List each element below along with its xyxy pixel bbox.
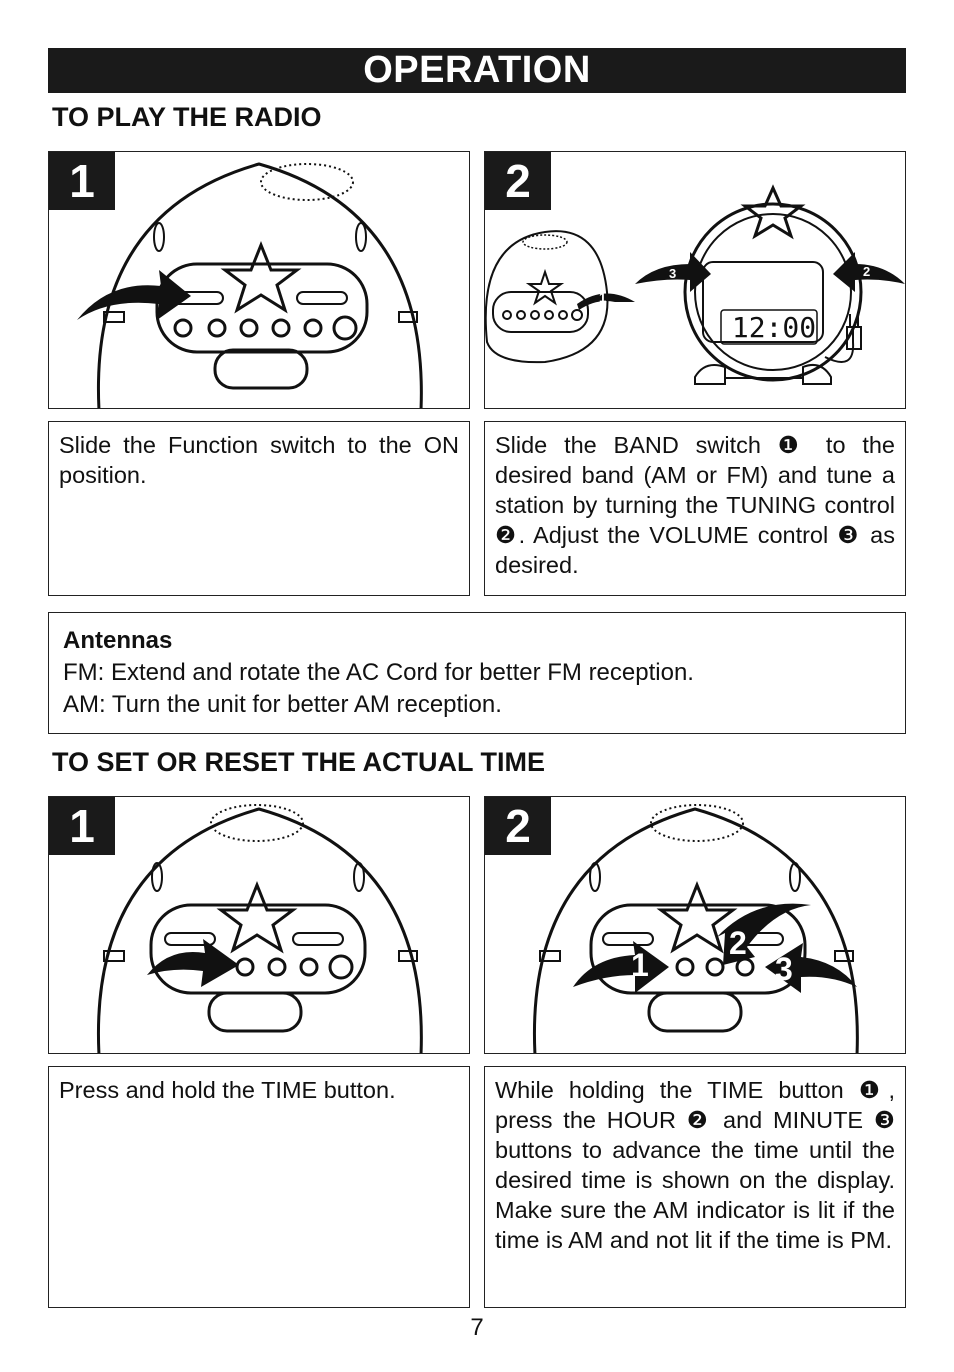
page-number: 7 — [470, 1314, 484, 1341]
clock-front-illustration — [77, 162, 423, 408]
radio-step1-number: 1 — [49, 152, 115, 210]
radio-step1-text: Slide the Function switch to the ON posi… — [48, 421, 470, 596]
time-step1-figure: 1 — [48, 796, 470, 1054]
radio-step2-text: Slide the BAND switch ❶ to the desired b… — [484, 421, 906, 596]
clock-front-illustration — [96, 804, 423, 1053]
time-step2-figure: 1 2 3 2 — [484, 796, 906, 1054]
callout-1: 1 — [599, 290, 607, 305]
radio-section-title: TO PLAY THE RADIO — [52, 102, 322, 132]
time-step2-number: 2 — [485, 797, 551, 855]
operation-banner: OPERATION — [48, 48, 906, 93]
time-step2-text: While holding the TIME button ❶, press t… — [484, 1066, 906, 1308]
antennas-am-text: AM: Turn the unit for better AM receptio… — [63, 691, 502, 718]
antennas-heading: Antennas — [63, 627, 173, 654]
clock-front-illustration — [532, 804, 859, 1053]
callout-2: 2 — [863, 264, 871, 279]
antennas-fm-text: FM: Extend and rotate the AC Cord for be… — [63, 659, 694, 686]
radio-step1-figure: 1 — [48, 151, 470, 409]
radio-step2-number: 2 — [485, 152, 551, 210]
antennas-note: Antennas FM: Extend and rotate the AC Co… — [48, 612, 906, 734]
time-section-title: TO SET OR RESET THE ACTUAL TIME — [52, 747, 546, 777]
callout-3: 3 — [669, 266, 677, 281]
clock-display-readout: 12:00 — [731, 311, 817, 344]
time-step1-text: Press and hold the TIME button. — [48, 1066, 470, 1308]
radio-step2-figure: 12:00 1 2 3 2 — [484, 151, 906, 409]
time-step1-number: 1 — [49, 797, 115, 855]
callout-2: 2 — [729, 925, 747, 961]
clock-side-illustration — [485, 184, 905, 385]
callout-1: 1 — [631, 947, 649, 983]
callout-3: 3 — [775, 951, 793, 987]
